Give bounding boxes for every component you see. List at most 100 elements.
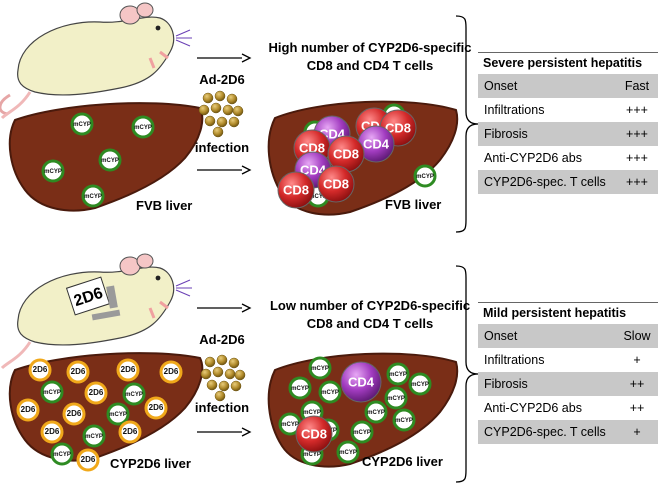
virus-particle [234,369,246,381]
hepatocyte-mcyp-label: mCYP [291,386,309,392]
hepatocyte-mcyp: mCYP [50,442,74,466]
virus-particle [224,368,236,380]
hepatocyte-mcyp-label: mCYP [109,412,127,418]
virus-particle [232,105,244,117]
row-value: + [633,353,641,367]
row-label: Onset [484,329,518,343]
row-label: Onset [484,79,518,93]
table-row: Fibrosis++ [478,372,658,396]
hepatocyte-mcyp-label: mCYP [416,174,434,180]
arrow-bottom-upper [197,303,252,313]
hepatocyte-mcyp: mCYP [336,440,360,464]
hepatocyte-mcyp-label: mCYP [43,390,61,396]
hepatocyte-mcyp: mCYP [81,184,105,208]
hepatocyte-mcyp-label: mCYP [44,169,62,175]
hepatocyte-mcyp-label: mCYP [367,410,385,416]
hepatocyte-cyp2d6-label: 2D6 [81,455,96,464]
hepatocyte-mcyp: mCYP [364,400,388,424]
hepatocyte-cyp2d6-label: 2D6 [21,405,36,414]
liver-fvb-label: FVB liver [136,198,192,213]
hepatocyte-cyp2d6-label: 2D6 [67,409,82,418]
hepatocyte-cyp2d6: 2D6 [66,360,90,384]
liver-cyp2d6-label: CYP2D6 liver [110,456,191,471]
hepatocyte-mcyp-label: mCYP [84,194,102,200]
table-title: Severe persistent hepatitis [478,52,658,74]
hepatocyte-cyp2d6: 2D6 [116,358,140,382]
hepatocyte-mcyp-label: mCYP [53,452,71,458]
row-value: +++ [626,175,648,189]
hepatocyte-mcyp: mCYP [106,402,130,426]
hepatocyte-mcyp: mCYP [392,408,416,432]
hepatocyte-mcyp: mCYP [318,380,342,404]
hepatocyte-mcyp-label: mCYP [395,418,413,424]
row-label: Infiltrations [484,353,545,367]
cd4-t-cell-label: CD4 [348,375,375,390]
hepatocyte-mcyp-label: mCYP [281,422,299,428]
hepatocyte-cyp2d6: 2D6 [16,398,40,422]
hepatocyte-mcyp-label: mCYP [85,434,103,440]
result-title-bottom-line2: CD8 and CD4 T cells [307,316,433,331]
hepatocyte-cyp2d6: 2D6 [159,360,183,384]
virus-particle [216,354,228,366]
row-value: Slow [623,329,651,343]
hepatocyte-mcyp-label: mCYP [411,382,429,388]
hepatocyte-mcyp-label: mCYP [303,452,321,458]
virus-particle [230,380,242,392]
virus-particle [204,115,216,127]
virus-cluster-bottom [200,354,246,402]
table-row: Infiltrations + [478,348,658,372]
hepatocyte-cyp2d6: 2D6 [76,448,100,472]
arrow-top-upper [197,53,252,63]
hepatocyte-mcyp: mCYP [122,382,146,406]
row-label: Infiltrations [484,103,545,117]
cd8-t-cell: CD8 [295,415,333,453]
cd8-t-cell-label: CD8 [301,427,327,442]
row-value: ++ [629,377,645,391]
hepatocyte-mcyp: mCYP [41,159,65,183]
result-title-bottom-line1: Low number of CYP2D6-specific [270,298,470,313]
hepatocyte-cyp2d6-label: 2D6 [121,365,136,374]
hepatocyte-mcyp: mCYP [70,112,94,136]
result-title-top-line2: CD8 and CD4 T cells [307,58,433,73]
hepatocyte-mcyp: mCYP [82,424,106,448]
row-value: +++ [626,127,648,141]
hepatocyte-mcyp-label: mCYP [339,450,357,456]
virus-particle [212,366,224,378]
hepatocyte-mcyp-label: mCYP [389,372,407,378]
virus-particle [210,102,222,114]
virus-particle [218,380,230,392]
hepatocyte-mcyp: mCYP [288,376,312,400]
hepatocyte-mcyp-label: mCYP [321,390,339,396]
infected-liver-bottom-cells: mCYP mCYP mCYP mCYP mCYP mCYP mCYP mCYP mCYP mCYP… [278,356,432,466]
virus-cluster-top [198,90,244,138]
table-row: Onset Slow [478,324,658,348]
hepatocyte-cyp2d6-label: 2D6 [123,427,138,436]
row-label: Anti-CYP2D6 abs [484,151,582,165]
hepatocyte-mcyp: mCYP [98,148,122,172]
virus-particle [214,90,226,102]
virus-particle [214,390,226,402]
hepatocyte-cyp2d6-label: 2D6 [45,427,60,436]
virus-particle [212,126,224,138]
hepatocyte-mcyp: mCYP [40,380,64,404]
hepatocyte-cyp2d6: 2D6 [84,381,108,405]
hepatocyte-mcyp-label: mCYP [311,366,329,372]
hepatocyte-mcyp-label: mCYP [387,396,405,402]
hepatocyte-cyp2d6-label: 2D6 [71,367,86,376]
row-value: + [633,425,641,439]
hepatocyte-cyp2d6: 2D6 [144,396,168,420]
hepatocyte-mcyp-label: mCYP [101,158,119,164]
virus-label-bottom: Ad-2D6 [199,332,245,347]
mouse-cyp2d6 [0,253,192,370]
table-row: CYP2D6-spec. T cells+ [478,420,658,444]
row-label: Fibrosis [484,127,528,141]
virus-particle [228,116,240,128]
mouse-fvb [0,2,192,120]
table-row: Anti-CYP2D6 abs+++ [478,146,658,170]
cd8-t-cell-label: CD8 [299,141,325,156]
virus-particle [202,92,214,104]
arrow-top-lower [197,165,252,175]
cd8-t-cell: CD8 [317,165,355,203]
